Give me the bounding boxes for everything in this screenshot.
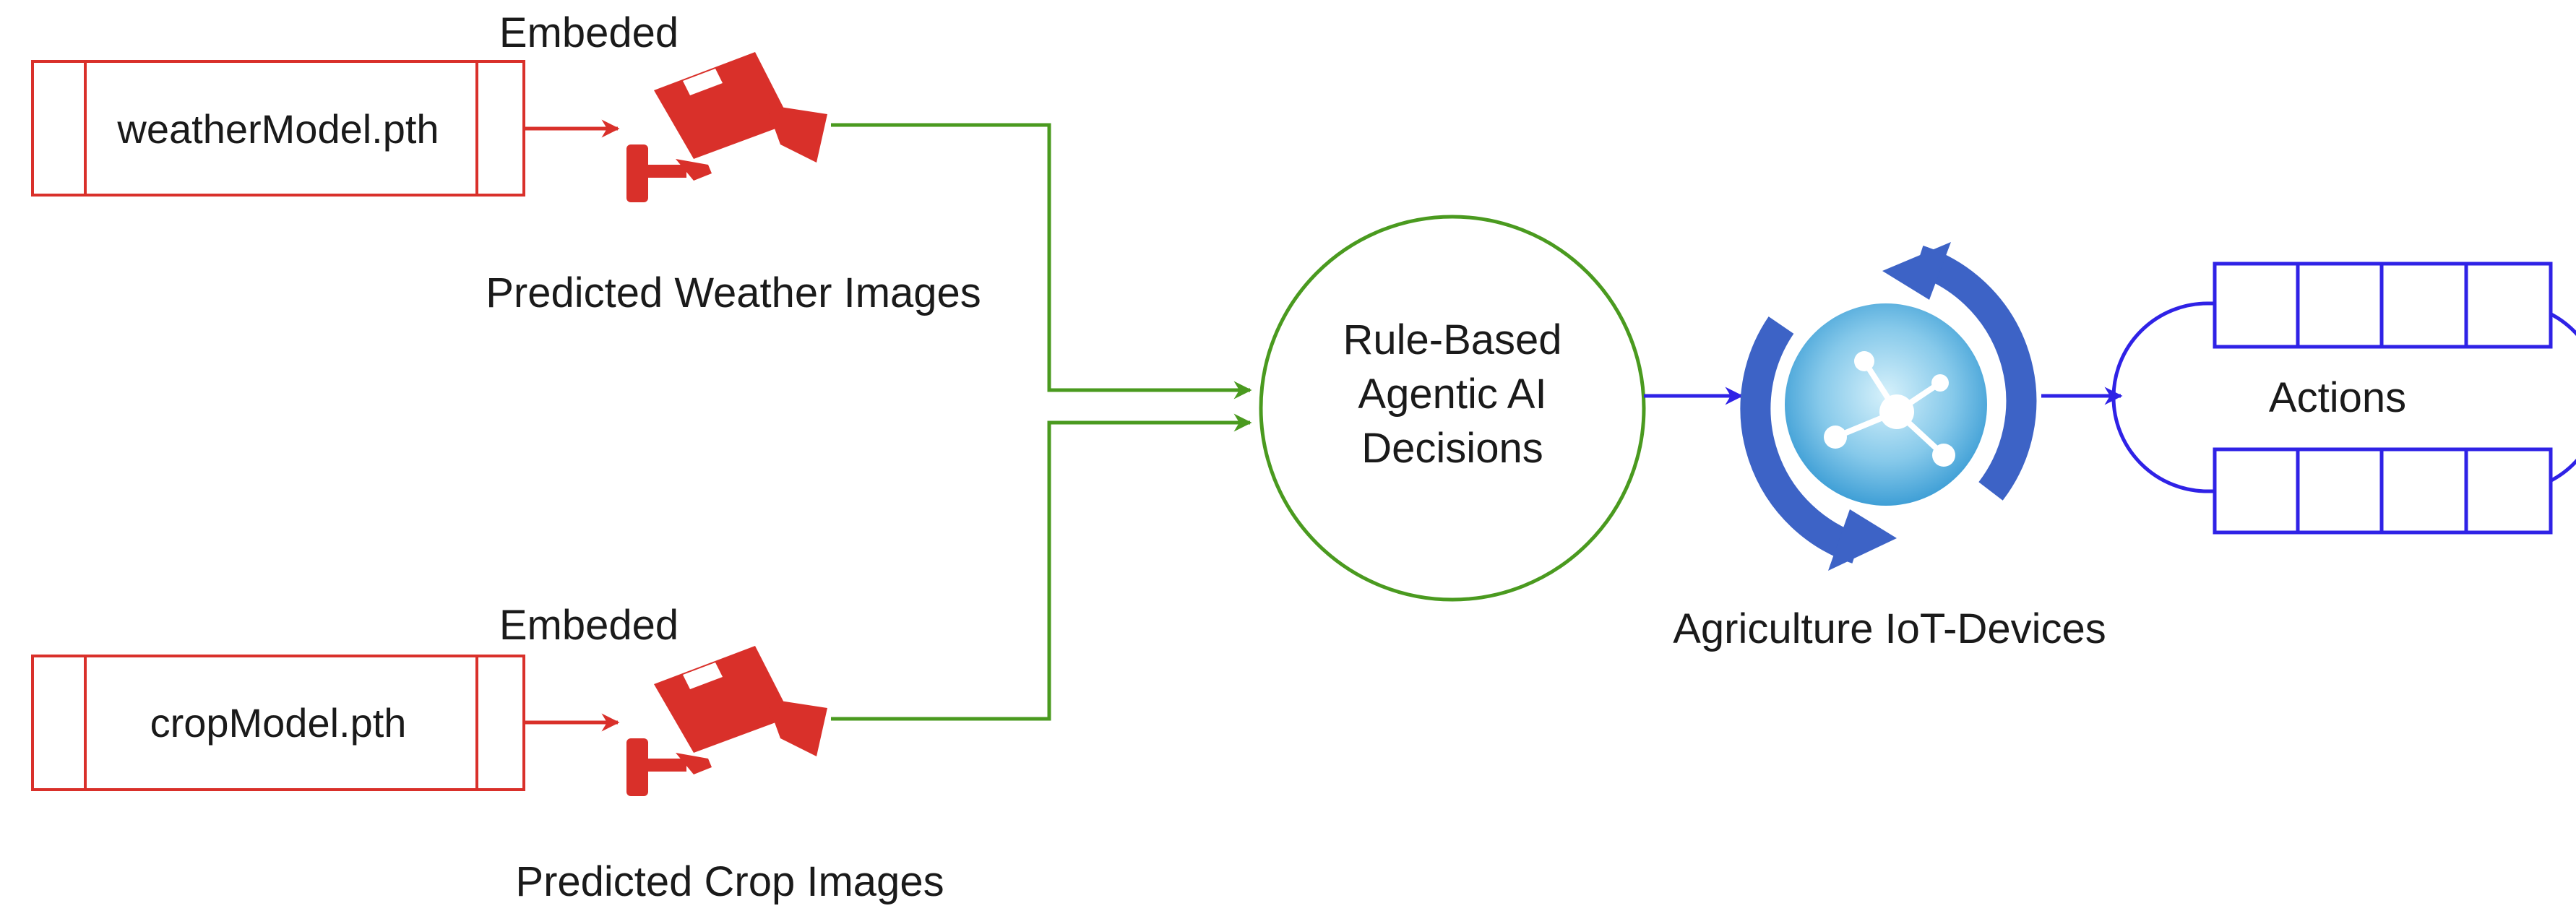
model-file-weather: weatherModel.pth [31,60,525,197]
security-camera-icon [626,646,827,796]
decision-label-line-1: Rule-Based [1343,316,1561,363]
actions-label: Actions [2269,374,2406,421]
decision-label-line-3: Decisions [1361,425,1543,472]
decision-node: Rule-Based Agentic AI Decisions [1259,215,1646,602]
security-camera-icon [626,52,827,202]
iot-label: Agriculture IoT-Devices [1673,605,2106,652]
output-label-crop: Predicted Crop Images [515,858,944,905]
model-file-label-weather: weatherModel.pth [116,106,439,152]
connector-crop-to-decision [831,413,1252,721]
iot-network-cycle-icon [1740,242,2037,571]
embed-label-crop: Embeded [499,602,679,649]
embed-label-weather: Embeded [499,9,679,56]
decision-label-line-2: Agentic AI [1358,371,1546,418]
output-label-weather: Predicted Weather Images [486,269,981,316]
model-file-crop: cropModel.pth [31,655,525,791]
model-file-label-crop: cropModel.pth [150,700,407,746]
action-queue-icon [2111,262,2576,535]
connector-weather-to-decision [831,123,1252,400]
